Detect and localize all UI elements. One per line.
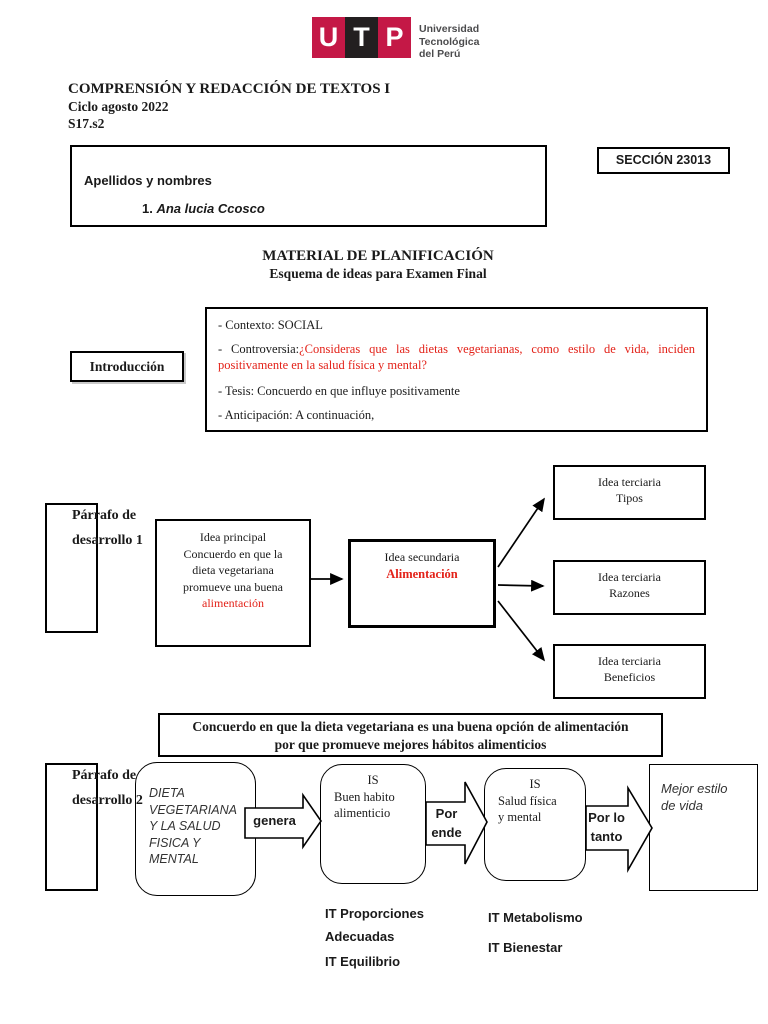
- course-session: S17.s2: [68, 116, 105, 131]
- idea-terciaria-title: Idea terciaria: [598, 475, 661, 489]
- course-header: COMPRENSIÓN Y REDACCIÓN DE TEXTOS I Cicl…: [68, 80, 390, 132]
- utp-logo: U T P Universidad Tecnológica del Perú: [312, 17, 479, 61]
- intro-controversia: - Controversia:¿Consideras que las dieta…: [218, 341, 695, 373]
- thesis-banner-line1: Concuerdo en que la dieta vegetariana es…: [192, 719, 629, 734]
- student-item: 1. Ana lucia Ccosco: [142, 201, 265, 216]
- idea-terciaria-value: Beneficios: [603, 670, 656, 684]
- idea-principal-line2: dieta vegetariana: [192, 563, 274, 577]
- intro-controversia-question: ¿Consideras que las dietas vegetarianas,…: [218, 342, 695, 372]
- arrow-secundaria-razones: [497, 579, 545, 592]
- idea-principal-box: Idea principal Concuerdo en que la dieta…: [155, 519, 311, 647]
- doc-title-block: MATERIAL DE PLANIFICACIÓN Esquema de ide…: [0, 247, 756, 283]
- intro-contexto: - Contexto: SOCIAL: [218, 318, 323, 332]
- logo-letter-t: T: [345, 17, 378, 58]
- dev1-side-strip: [45, 503, 98, 633]
- idea-secundaria-keyword: Alimentación: [386, 567, 458, 581]
- thesis-banner-line2: por que promueve mejores hábitos aliment…: [274, 737, 547, 752]
- intro-tesis: - Tesis: Concuerdo en que influye positi…: [218, 384, 460, 398]
- dev2-is2-text: Salud física y mental: [498, 793, 557, 825]
- idea-principal-line3: promueve una buena: [183, 579, 283, 594]
- intro-content-box: - Contexto: SOCIAL - Controversia:¿Consi…: [205, 307, 708, 432]
- idea-principal-keyword: alimentación: [202, 596, 264, 610]
- arrow-secundaria-tipos: [497, 497, 545, 568]
- arrow-label-genera: genera: [253, 813, 296, 828]
- student-name: Ana lucia Ccosco: [156, 201, 265, 216]
- logo-org-name: Universidad Tecnológica del Perú: [419, 23, 480, 60]
- arrow-label-por-lo-tanto: Por lo tanto: [588, 810, 625, 844]
- arrow-label-por-ende: Por ende: [431, 806, 462, 840]
- section-box: SECCIÓN 23013: [597, 147, 730, 174]
- it-metabolismo-label: IT Metabolismo: [488, 910, 583, 925]
- intro-anticipacion: - Anticipación: A continuación,: [218, 408, 375, 422]
- course-title: COMPRENSIÓN Y REDACCIÓN DE TEXTOS I: [68, 81, 391, 97]
- idea-principal-line1: Concuerdo en que la: [183, 546, 283, 561]
- idea-secundaria-title: Idea secundaria: [384, 550, 460, 564]
- dev2-is2-node: IS Salud física y mental: [484, 768, 586, 881]
- dev2-is1-node: IS Buen habito alimenticio: [320, 764, 426, 884]
- idea-secundaria-box: Idea secundaria Alimentación: [348, 539, 496, 628]
- dev2-is2-title: IS: [529, 777, 541, 791]
- it-equilibrio-label: IT Equilibrio: [325, 954, 401, 969]
- doc-title: MATERIAL DE PLANIFICACIÓN: [262, 248, 494, 264]
- logo-letter-p: P: [378, 17, 411, 58]
- dev2-is1-title: IS: [367, 773, 379, 787]
- it-bienestar-label: IT Bienestar: [488, 940, 563, 955]
- idea-terciaria-value: Tipos: [616, 491, 643, 505]
- dev1-label: Párrafo de desarrollo 1: [72, 508, 143, 548]
- arrow-secundaria-beneficios: [497, 600, 546, 662]
- idea-terciaria-title: Idea terciaria: [598, 570, 661, 584]
- course-cycle: Ciclo agosto 2022: [68, 99, 169, 114]
- intro-label-box: Introducción: [70, 351, 184, 382]
- dev2-label: Párrafo de desarrollo 2: [72, 768, 143, 808]
- intro-controversia-label: - Controversia:: [218, 342, 300, 356]
- dev2-side-strip: [45, 763, 98, 891]
- dev2-result-node: Mejor estilo de vida: [649, 764, 758, 891]
- doc-subtitle: Esquema de ideas para Examen Final: [269, 266, 487, 281]
- student-number: 1.: [142, 201, 153, 216]
- students-box: Apellidos y nombres 1. Ana lucia Ccosco: [70, 145, 547, 227]
- section-label: SECCIÓN 23013: [615, 153, 712, 167]
- dev2-topic-node: DIETA VEGETARIANA Y LA SALUD FISICA Y ME…: [135, 762, 256, 896]
- idea-principal-title: Idea principal: [199, 530, 267, 544]
- idea-terciaria-title: Idea terciaria: [598, 654, 661, 668]
- thesis-banner-box: Concuerdo en que la dieta vegetariana es…: [158, 713, 663, 757]
- dev2-is1-text: Buen habito alimenticio: [334, 789, 395, 821]
- idea-terciaria-razones-box: Idea terciaria Razones: [553, 560, 706, 615]
- idea-terciaria-tipos-box: Idea terciaria Tipos: [553, 465, 706, 520]
- logo-letter-u: U: [312, 17, 345, 58]
- students-label: Apellidos y nombres: [84, 173, 212, 188]
- idea-terciaria-value: Razones: [609, 586, 650, 600]
- it-proporciones-label: IT Proporciones Adecuadas: [325, 906, 424, 944]
- idea-terciaria-beneficios-box: Idea terciaria Beneficios: [553, 644, 706, 699]
